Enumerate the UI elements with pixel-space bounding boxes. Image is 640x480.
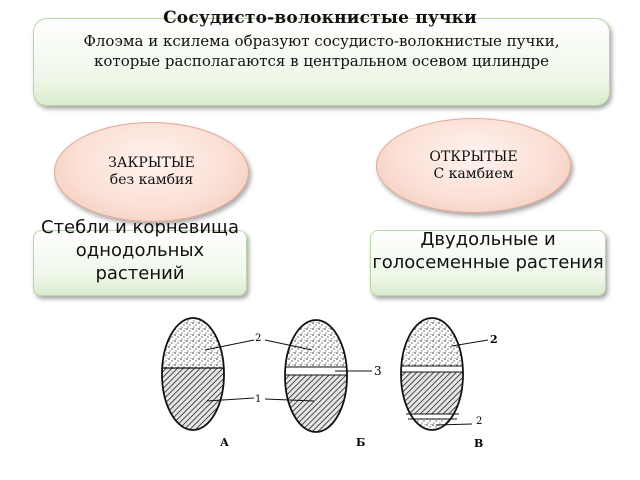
bundle-v	[400, 317, 464, 431]
label-number-2-v-top: 2	[490, 333, 498, 346]
closed-bundles-oval: ЗАКРЫТЫЕ без камбия	[54, 122, 249, 222]
bundle-b	[284, 319, 348, 433]
label-letter-b: Б	[356, 436, 365, 449]
intro-text: Флоэма и ксилема образуют сосудисто-воло…	[83, 32, 560, 70]
page-title: Сосудисто-волокнистые пучки	[163, 8, 477, 28]
label-number-2-a: 2	[255, 333, 261, 344]
bundle-a	[161, 317, 225, 431]
leader-lines	[204, 339, 489, 426]
monocots-box	[33, 230, 247, 296]
open-bundles-title: ОТКРЫТЫЕ	[429, 148, 518, 165]
monocots-text: Стебли и корневища однодольных растений	[40, 217, 240, 284]
label-number-2-v-bottom: 2	[476, 416, 482, 427]
label-letter-a: А	[220, 436, 229, 449]
label-number-3: 3	[374, 364, 382, 378]
closed-bundles-subtitle: без камбия	[109, 172, 194, 188]
closed-bundles-title: ЗАКРЫТЫЕ	[108, 155, 195, 171]
open-bundles-subtitle: С камбием	[433, 165, 514, 182]
open-bundles-oval: ОТКРЫТЫЕ С камбием	[376, 118, 571, 213]
label-number-1: 1	[255, 394, 261, 405]
label-letter-v: В	[474, 437, 483, 450]
dicots-text: Двудольные и голосеменные растения	[372, 229, 604, 273]
vascular-bundles-diagram: 2 1 3 2 2 А Б В	[161, 317, 498, 450]
intro-box: Флоэма и ксилема образуют сосудисто-воло…	[33, 18, 610, 106]
dicots-box	[370, 230, 606, 296]
